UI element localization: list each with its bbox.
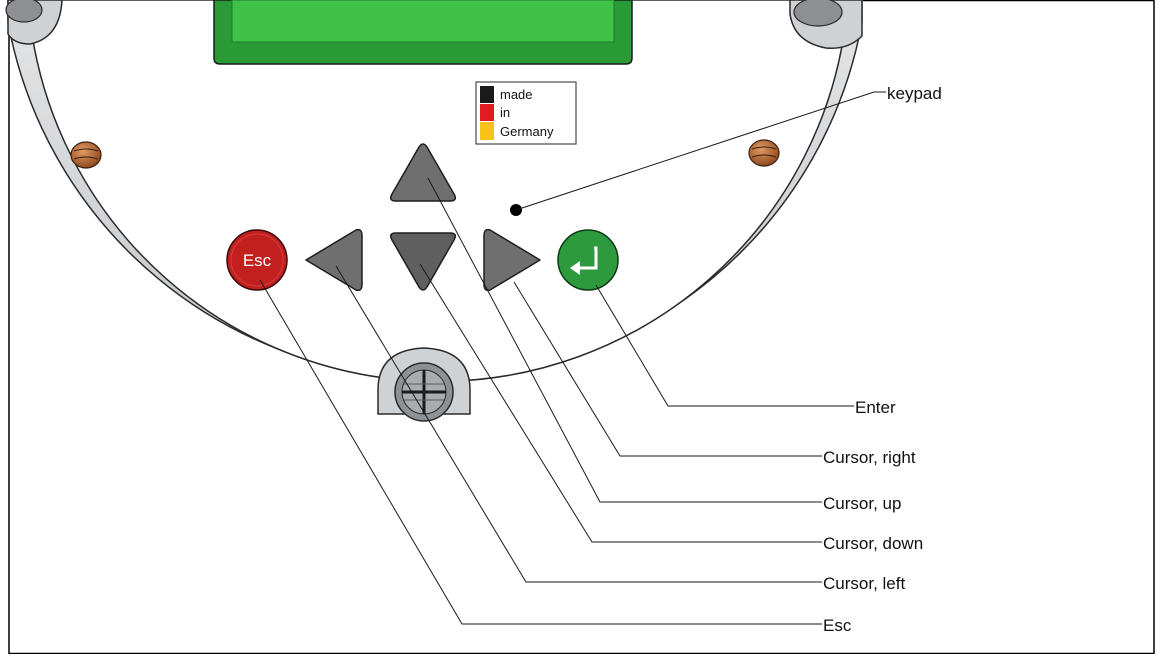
leader-lines bbox=[259, 91, 886, 625]
flag-text-germany: Germany bbox=[500, 124, 554, 139]
flag-stripe-red bbox=[480, 104, 494, 121]
lcd-display bbox=[213, 0, 633, 65]
top-left-mount bbox=[5, 0, 63, 45]
leader-esc bbox=[259, 279, 822, 625]
cursor-up-key[interactable] bbox=[389, 143, 457, 202]
made-in-germany-badge: made in Germany bbox=[475, 81, 577, 145]
callout-cursor-left: Cursor, left bbox=[823, 574, 905, 593]
callout-cursor-up: Cursor, up bbox=[823, 494, 901, 513]
flag-stripe-black bbox=[480, 86, 494, 103]
cursor-left-key[interactable] bbox=[305, 228, 363, 292]
callout-esc: Esc bbox=[823, 616, 852, 635]
esc-key[interactable]: Esc bbox=[226, 229, 288, 291]
flag-text-in: in bbox=[500, 105, 510, 120]
keypad: Esc bbox=[226, 143, 619, 292]
bottom-screw-mount bbox=[377, 347, 471, 422]
flag-stripe-gold bbox=[480, 122, 494, 140]
flag-text-made: made bbox=[500, 87, 533, 102]
callout-enter: Enter bbox=[855, 398, 896, 417]
enter-arrow-icon bbox=[578, 246, 598, 270]
leader-enter bbox=[595, 284, 854, 407]
leader-keypad bbox=[515, 91, 886, 211]
callout-keypad: keypad bbox=[887, 84, 942, 103]
left-screw bbox=[70, 141, 102, 169]
enter-arrowhead-icon bbox=[570, 261, 580, 275]
leader-cursor-right bbox=[513, 281, 822, 457]
leader-cursor-down bbox=[419, 263, 822, 543]
top-right-mount bbox=[789, 0, 863, 49]
leader-cursor-left bbox=[335, 265, 822, 583]
callout-cursor-right: Cursor, right bbox=[823, 448, 916, 467]
leader-cursor-up bbox=[427, 177, 822, 503]
esc-key-label: Esc bbox=[243, 251, 272, 270]
enter-key[interactable] bbox=[557, 229, 619, 291]
cursor-down-key[interactable] bbox=[389, 232, 457, 291]
callout-cursor-down: Cursor, down bbox=[823, 534, 923, 553]
right-screw bbox=[748, 139, 780, 167]
